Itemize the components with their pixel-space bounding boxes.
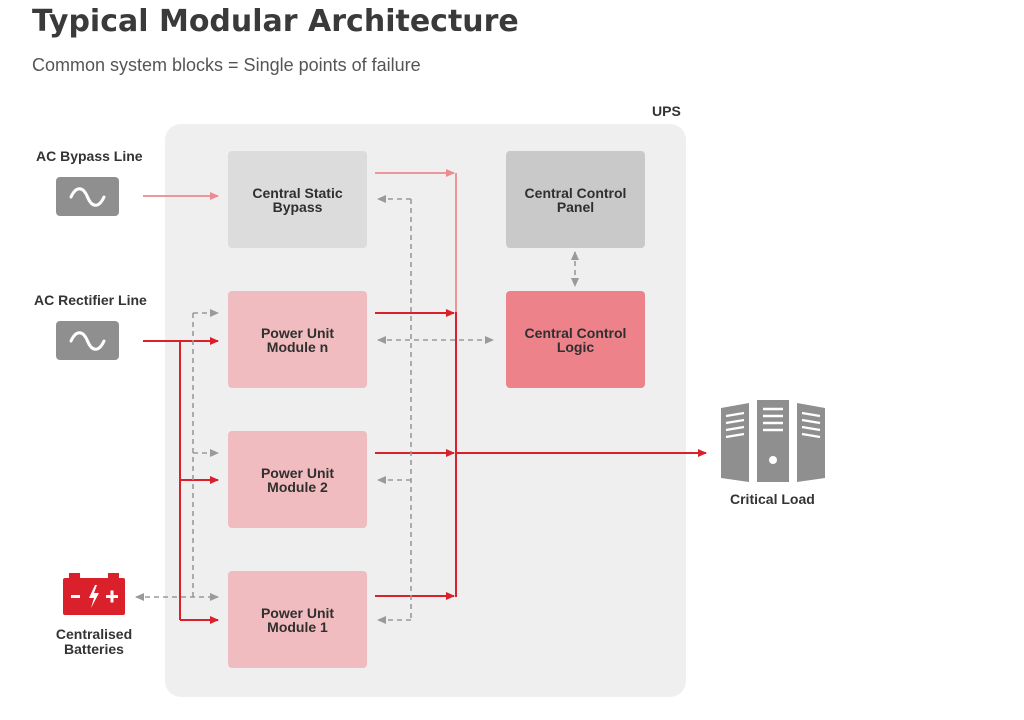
- power-unit-module-2-label: Power Unit Module 2: [260, 464, 335, 495]
- main-power-path: [143, 309, 707, 624]
- rectifier-line-label: AC Rectifier Line: [34, 292, 147, 308]
- batteries-label: Centralised Batteries: [55, 626, 133, 657]
- bypass-ac-source-icon: [56, 177, 119, 216]
- central-control-logic-label: Central Control Logic: [524, 324, 627, 355]
- rectifier-ac-source-icon: [56, 321, 119, 360]
- central-static-bypass-block: Central Static Bypass: [228, 151, 367, 248]
- central-control-panel-block: Central Control Panel: [506, 151, 645, 248]
- bypass-power-path: [143, 169, 457, 312]
- page-title: Typical Modular Architecture: [32, 4, 519, 39]
- power-unit-module-1-block: Power Unit Module 1: [228, 571, 367, 668]
- control-signal-paths: [135, 195, 579, 624]
- central-control-panel-label: Central Control Panel: [524, 184, 627, 215]
- battery-icon: [62, 572, 126, 616]
- server-rack-icon: [718, 398, 828, 482]
- power-unit-module-n-block: Power Unit Module n: [228, 291, 367, 388]
- power-unit-module-n-label: Power Unit Module n: [260, 324, 335, 355]
- power-unit-module-1-label: Power Unit Module 1: [260, 604, 335, 635]
- ups-label: UPS: [652, 103, 681, 119]
- central-control-logic-block: Central Control Logic: [506, 291, 645, 388]
- page-subtitle: Common system blocks = Single points of …: [32, 55, 421, 75]
- critical-load-label: Critical Load: [730, 491, 815, 507]
- power-unit-module-2-block: Power Unit Module 2: [228, 431, 367, 528]
- bypass-line-label: AC Bypass Line: [36, 148, 143, 164]
- central-static-bypass-label: Central Static Bypass: [252, 184, 343, 215]
